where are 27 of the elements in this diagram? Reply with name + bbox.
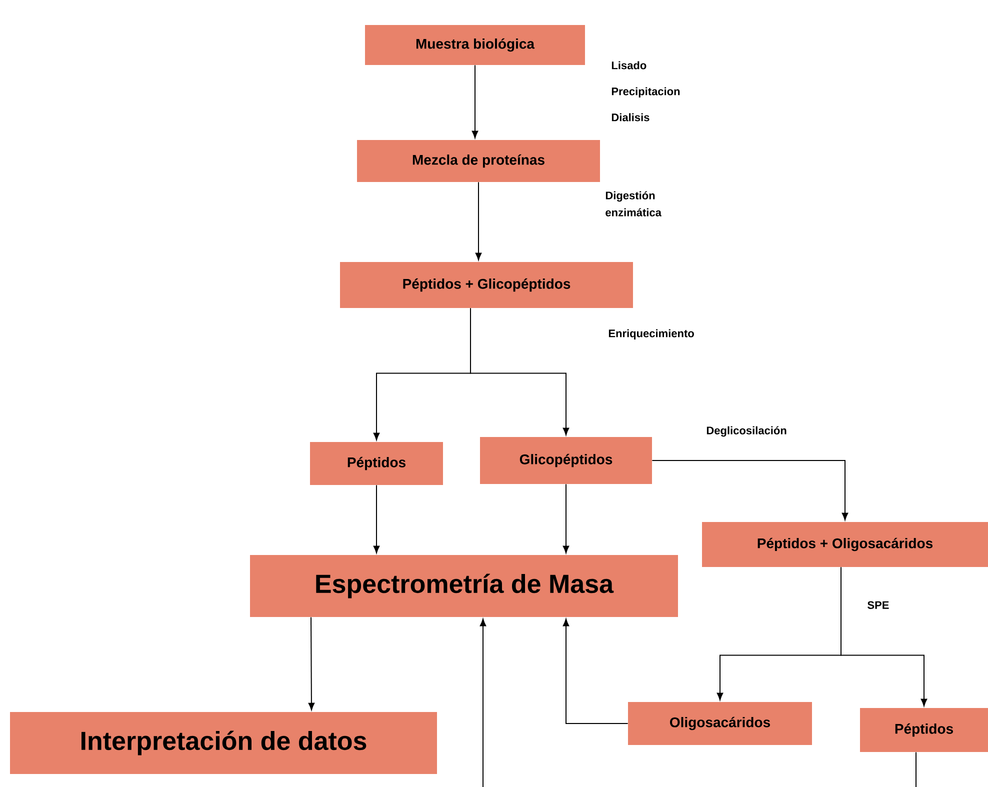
arrow [480,618,486,787]
process-box: Muestra biológica [365,25,585,65]
arrow [373,484,380,554]
process-box: Péptidos + Oligosacáridos [702,522,988,567]
edge-label: Enriquecimiento [607,328,696,340]
arrow [472,64,478,138]
step-label: Lisado [612,61,646,70]
arrow [562,618,628,724]
step-label: Dialisis [612,113,650,122]
process-box: Espectrometría de Masa [250,555,678,617]
arrow [470,308,570,436]
process-box: Péptidos [310,442,443,485]
step-label: Precipitacion [612,87,680,98]
arrow [652,460,848,520]
process-box: Péptidos + Glicopéptidos [340,262,633,308]
arrow [475,182,482,260]
step-label: Digestión enzimática [606,191,662,216]
edge-label: SPE [866,600,890,610]
process-box: Oligosacáridos [628,702,812,745]
process-box: Glicopéptidos [480,437,652,484]
process-box: Interpretación de datos [10,712,437,774]
process-box: Mezcla de proteínas [357,140,600,182]
process-box: Péptidos [860,708,988,752]
edge-label: Deglicosilación [705,425,788,438]
arrow [562,484,570,554]
arrow [308,616,315,710]
arrow [840,566,928,706]
